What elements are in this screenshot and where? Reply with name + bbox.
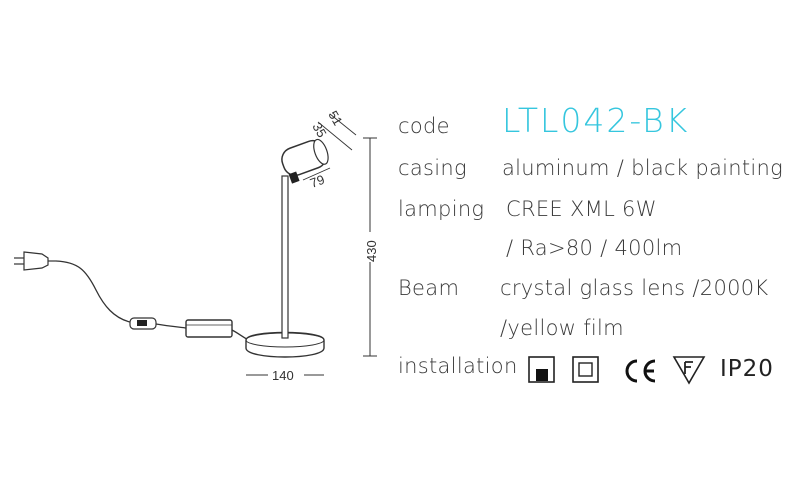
beam-label: Beam bbox=[398, 276, 460, 300]
product-code: LTL042-BK bbox=[502, 101, 690, 140]
dim-head-inner: 35 bbox=[309, 120, 329, 140]
surface-mounted-icon bbox=[528, 356, 555, 383]
dim-head-width: 79 bbox=[308, 172, 327, 191]
power-cord bbox=[55, 260, 131, 323]
ce-mark-icon bbox=[625, 359, 656, 383]
plug-icon bbox=[14, 251, 56, 271]
head-dimension-lines bbox=[302, 113, 357, 181]
lamping-value-1: CREE XML 6W bbox=[506, 197, 657, 221]
casing-value: aluminum / black painting bbox=[502, 156, 784, 180]
casing-label: casing bbox=[398, 156, 467, 180]
dim-height: 430 bbox=[364, 240, 379, 262]
beam-value-1: crystal glass lens /2000K bbox=[500, 276, 769, 300]
inline-switch-icon bbox=[129, 317, 157, 330]
f-mark-icon bbox=[672, 356, 706, 385]
beam-value-2: /yellow film bbox=[500, 316, 624, 340]
lamping-label: lamping bbox=[398, 197, 485, 221]
lamp-head bbox=[281, 138, 329, 184]
dim-head-depth: 51 bbox=[325, 108, 345, 128]
code-label: code bbox=[398, 114, 450, 138]
driver-box bbox=[185, 319, 233, 338]
lamping-value-2: / Ra>80 / 400lm bbox=[506, 236, 683, 260]
ip-rating: IP20 bbox=[720, 356, 774, 382]
power-cord-2 bbox=[155, 323, 187, 329]
height-dimension-line bbox=[363, 137, 377, 357]
lamp-stem bbox=[281, 175, 289, 339]
installation-label: installation bbox=[398, 354, 518, 378]
double-insulated-icon bbox=[572, 356, 599, 383]
lamp-base bbox=[245, 331, 325, 358]
dim-base-width: 140 bbox=[272, 368, 294, 383]
